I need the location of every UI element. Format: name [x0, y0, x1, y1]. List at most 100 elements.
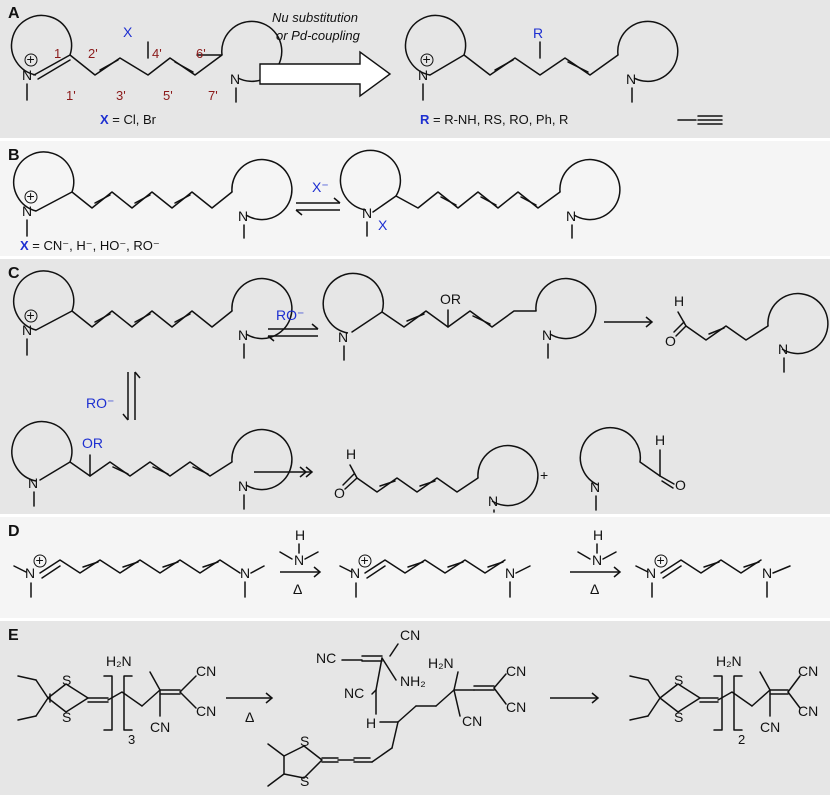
- svg-text:CN: CN: [196, 663, 216, 679]
- svg-text:O: O: [675, 477, 686, 493]
- svg-text:+: +: [27, 188, 35, 204]
- svg-text:N: N: [238, 208, 248, 224]
- panel-c-intermediate-1: N OR N: [322, 272, 597, 361]
- svg-text:H: H: [593, 527, 603, 543]
- panel-e-product: S S 2 H₂N CN CN CN: [629, 653, 818, 747]
- svg-text:X = CN⁻, H⁻, HO⁻, RO⁻: X = CN⁻, H⁻, HO⁻, RO⁻: [20, 238, 160, 253]
- svg-text:H: H: [655, 432, 665, 448]
- panel-e-reactant: S S 3 H₂N CN CN CN: [17, 653, 216, 747]
- panel-e-arrow-2: [550, 692, 600, 704]
- panel-c-arrow-1: [604, 316, 654, 328]
- svg-text:N: N: [338, 329, 348, 345]
- svg-text:X = Cl, Br: X = Cl, Br: [100, 112, 157, 127]
- svg-text:R = R-NH, RS, RO, Ph, R: R = R-NH, RS, RO, Ph, R: [420, 112, 568, 127]
- svg-text:6': 6': [196, 46, 206, 61]
- panel-b-product: N X N: [339, 149, 621, 239]
- svg-text:2: 2: [738, 732, 745, 747]
- svg-text:CN: CN: [506, 699, 526, 715]
- panel-e-bg: [0, 621, 830, 795]
- svg-text:S: S: [674, 709, 683, 725]
- panel-b-equilibrium: X⁻: [295, 179, 341, 216]
- svg-text:S: S: [62, 709, 71, 725]
- svg-text:1': 1': [66, 88, 76, 103]
- panel-letter-e: E: [8, 627, 19, 644]
- panel-letter-d: D: [8, 523, 20, 540]
- svg-text:+: +: [361, 552, 369, 568]
- panel-c-arrow-2: [254, 466, 314, 478]
- svg-text:N: N: [294, 552, 304, 568]
- panel-c-intermediate-2: N OR N: [11, 420, 293, 510]
- svg-text:O: O: [334, 485, 345, 501]
- panel-c-product-2: H O N: [334, 444, 539, 513]
- svg-text:N: N: [230, 71, 240, 87]
- svg-text:CN: CN: [798, 703, 818, 719]
- svg-text:7': 7': [208, 88, 218, 103]
- panel-e-intermediate: CN NC NH₂ NC H H₂N CN CN CN S: [267, 627, 526, 789]
- svg-text:N: N: [362, 205, 372, 221]
- svg-text:X: X: [378, 217, 388, 233]
- svg-text:4': 4': [152, 46, 162, 61]
- svg-text:N: N: [646, 565, 656, 581]
- panel-d-reactant: N + N: [13, 552, 265, 598]
- svg-text:X⁻: X⁻: [312, 179, 329, 195]
- svg-text:CN: CN: [760, 719, 780, 735]
- svg-text:H: H: [346, 446, 356, 462]
- svg-text:CN: CN: [196, 703, 216, 719]
- panel-b-bg: [0, 141, 830, 256]
- substituent-x: X: [123, 24, 133, 40]
- svg-text:or Pd-coupling: or Pd-coupling: [276, 28, 361, 43]
- panel-c-eq-top: RO⁻: [267, 307, 319, 342]
- svg-text:N: N: [418, 67, 428, 83]
- svg-text:RO⁻: RO⁻: [276, 307, 304, 323]
- panel-letter-c: C: [8, 265, 20, 282]
- svg-text:N: N: [778, 341, 788, 357]
- svg-text:S: S: [300, 733, 309, 749]
- svg-text:2': 2': [88, 46, 98, 61]
- svg-text:OR: OR: [82, 435, 103, 451]
- svg-text:+: +: [657, 552, 665, 568]
- svg-text:Δ: Δ: [293, 581, 302, 597]
- svg-text:N: N: [22, 67, 32, 83]
- svg-text:H₂N: H₂N: [716, 653, 742, 669]
- panel-b-reactant: N + N X = CN⁻, H⁻, HO⁻, RO⁻: [12, 151, 293, 253]
- svg-text:O: O: [665, 333, 676, 349]
- svg-text:N: N: [28, 475, 38, 491]
- svg-text:N: N: [626, 71, 636, 87]
- svg-text:H₂N: H₂N: [106, 653, 132, 669]
- svg-text:RO⁻: RO⁻: [86, 395, 114, 411]
- svg-text:N: N: [762, 565, 772, 581]
- svg-text:H₂N: H₂N: [428, 655, 454, 671]
- panel-d-arrow-1: H N Δ: [279, 527, 322, 597]
- svg-text:5': 5': [163, 88, 173, 103]
- svg-text:NH₂: NH₂: [400, 673, 426, 689]
- svg-text:N: N: [22, 203, 32, 219]
- svg-text:1: 1: [54, 46, 61, 61]
- svg-text:3: 3: [128, 732, 135, 747]
- svg-text:+: +: [27, 307, 35, 323]
- svg-text:N: N: [240, 565, 250, 581]
- svg-text:NC: NC: [316, 650, 336, 666]
- svg-text:H: H: [366, 715, 376, 731]
- svg-text:Δ: Δ: [245, 709, 254, 725]
- panel-c-eq-left: RO⁻: [86, 371, 141, 421]
- svg-text:3': 3': [116, 88, 126, 103]
- svg-text:+: +: [27, 51, 35, 67]
- svg-text:CN: CN: [400, 627, 420, 643]
- svg-text:H: H: [674, 293, 684, 309]
- svg-text:NC: NC: [344, 685, 364, 701]
- svg-text:N: N: [566, 208, 576, 224]
- panel-d-intermediate: N + N: [339, 552, 531, 598]
- svg-text:N: N: [542, 327, 552, 343]
- panel-c-product-3: N H O: [579, 426, 686, 511]
- panel-e-arrow-1: Δ: [226, 692, 274, 725]
- panel-c-product-1: H O N: [665, 292, 829, 373]
- panel-d-arrow-2: H N Δ: [570, 527, 622, 597]
- svg-text:CN: CN: [462, 713, 482, 729]
- svg-text:S: S: [62, 672, 71, 688]
- svg-text:N: N: [592, 552, 602, 568]
- svg-text:CN: CN: [798, 663, 818, 679]
- svg-text:Δ: Δ: [590, 581, 599, 597]
- svg-text:N: N: [22, 322, 32, 338]
- svg-text:CN: CN: [506, 663, 526, 679]
